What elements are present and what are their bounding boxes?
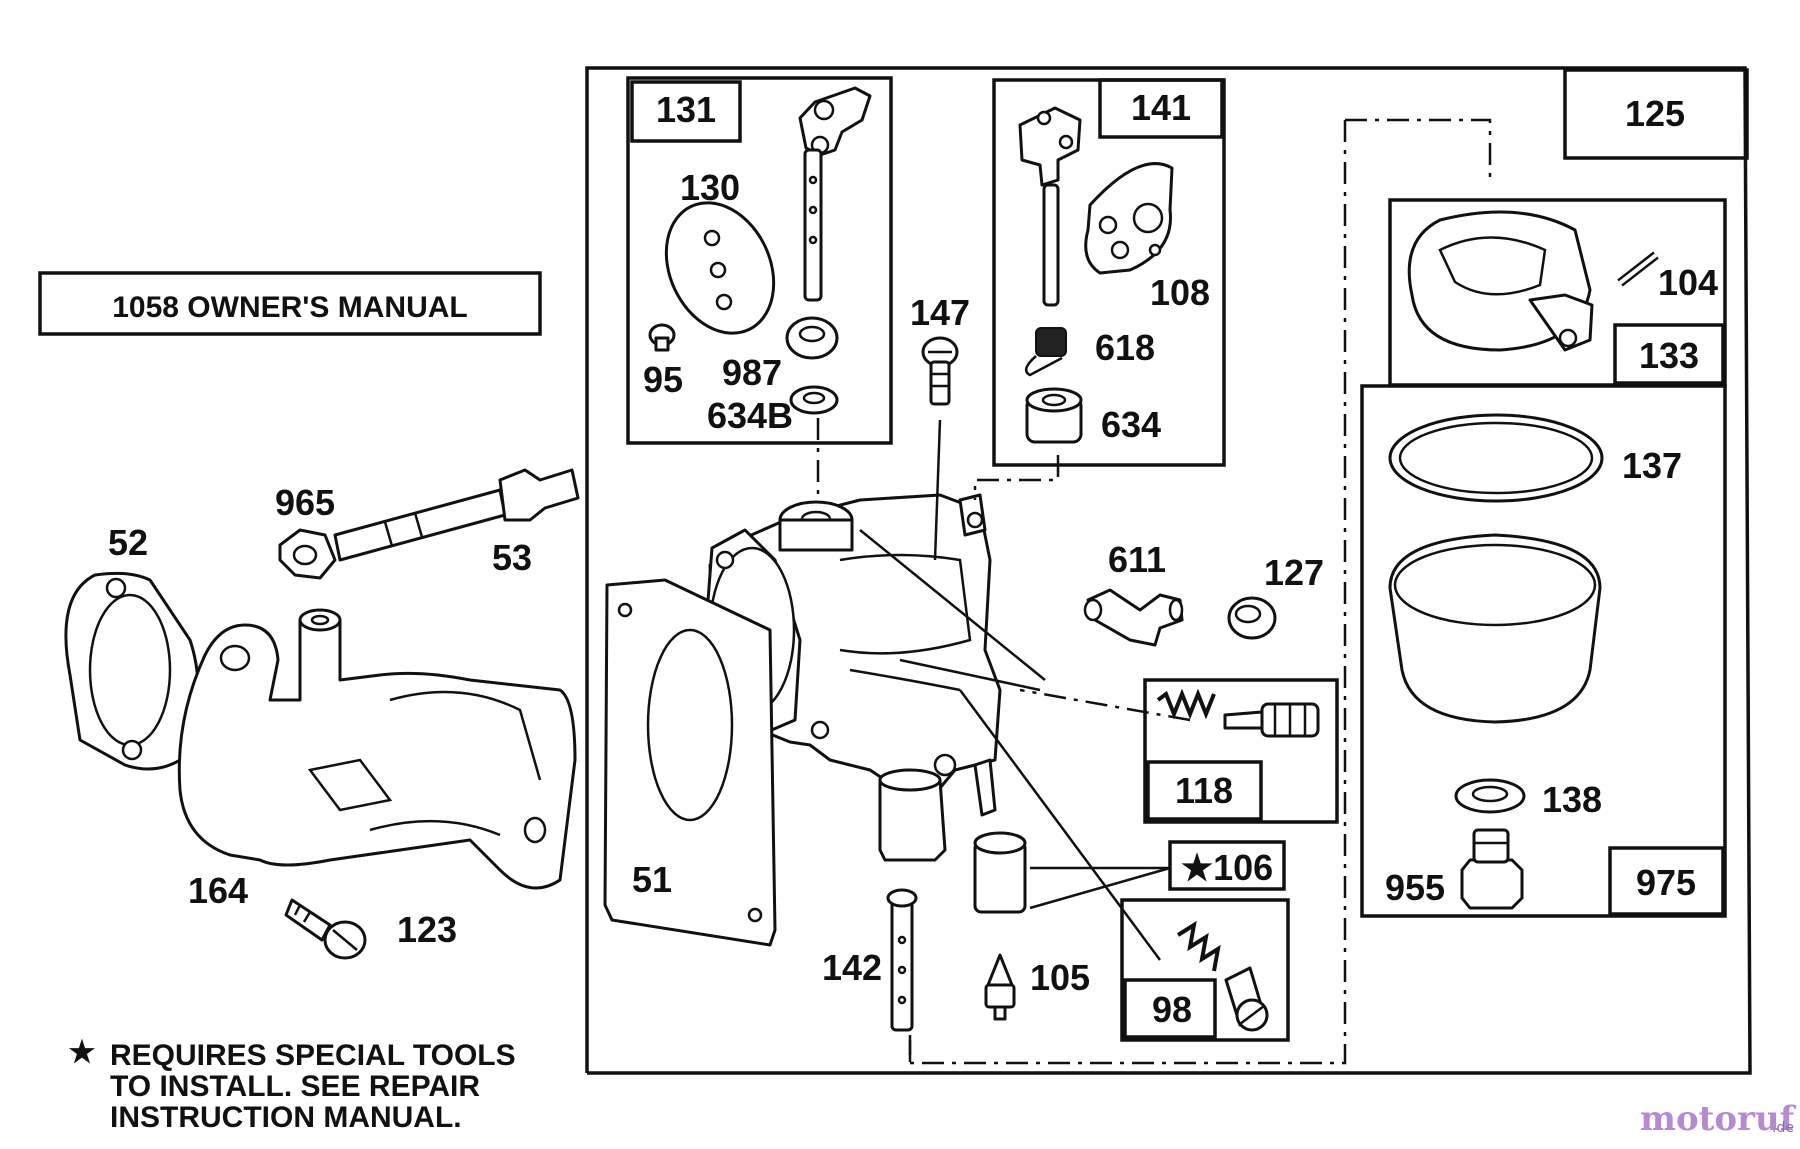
part-52-label: 52: [108, 522, 148, 563]
special-tools-star-icon: ★: [69, 1036, 96, 1069]
part-634-label: 634: [1101, 404, 1161, 445]
part-965-label: 965: [275, 482, 335, 523]
footnote-line-2: TO INSTALL. SEE REPAIR: [110, 1070, 480, 1103]
intake-manifold-part: [177, 608, 577, 890]
throttle-shaft-part: [1018, 106, 1082, 187]
breather-tube-part: [333, 488, 507, 562]
part-142-label: 142: [822, 947, 882, 988]
part-51-label: 51: [632, 859, 672, 900]
owners-manual-box: [38, 271, 542, 336]
part-164-label: 164: [188, 870, 248, 911]
part-104-label: 104: [1658, 262, 1718, 303]
kit-118-label-box: [1146, 760, 1263, 821]
footnote-line-1: REQUIRES SPECIAL TOOLS: [110, 1039, 516, 1072]
kit-133-label: 133: [1639, 335, 1699, 376]
emulsion-tube-part: [890, 893, 914, 1032]
kit-118-label: 118: [1175, 770, 1233, 811]
part-53-label: 53: [492, 537, 532, 578]
part-611-label: 611: [1108, 539, 1166, 580]
choke-shaft-part: [798, 86, 872, 157]
elbow-fitting-part: [1086, 588, 1184, 647]
kit-98-box: [1120, 898, 1290, 1042]
kit-141-label: 141: [1131, 87, 1191, 128]
kit-131-box: [626, 76, 893, 445]
kit-125-label: 125: [1625, 93, 1685, 134]
throttle-plate-part: [1084, 162, 1174, 275]
kit-98-label-box: [1123, 978, 1217, 1039]
kit-131-label: 131: [656, 89, 716, 130]
kit-106-label: ★106: [1181, 847, 1273, 888]
part-987-label: 987: [722, 352, 782, 393]
kit-131-label-box: [630, 80, 742, 143]
part-95-label: 95: [643, 359, 683, 400]
kit-106-box: [1168, 840, 1286, 891]
watermark-tld: .de: [1772, 1120, 1794, 1136]
part-618-label: 618: [1095, 327, 1155, 368]
watermark-brand: motoruf: [1640, 1099, 1797, 1139]
kit-98-label: 98: [1152, 989, 1192, 1030]
kit-133-label-box: [1613, 323, 1725, 385]
part-127-label: 127: [1264, 552, 1324, 593]
part-108-label: 108: [1150, 272, 1210, 313]
kit-141-label-box: [1098, 78, 1224, 139]
bowl-box: [1360, 384, 1727, 918]
part-955-label: 955: [1385, 867, 1445, 908]
part-147-label: 147: [910, 292, 970, 333]
carburetor-assembly-frame: [585, 66, 1752, 1075]
bowl-bolt-part: [1460, 858, 1524, 910]
kit-125-box: [1563, 68, 1749, 160]
kit-975-label-box: [1608, 846, 1725, 916]
part-123-label: 123: [397, 909, 457, 950]
owners-manual-label: 1058 OWNER'S MANUAL: [112, 291, 468, 324]
part-138-label: 138: [1542, 779, 1602, 820]
part-105-label: 105: [1030, 957, 1090, 998]
part-137-label: 137: [1622, 445, 1682, 486]
kit-118-box: [1143, 678, 1339, 824]
part-634b-label: 634B: [707, 395, 793, 436]
footnote-line-3: INSTRUCTION MANUAL.: [110, 1101, 462, 1134]
part-130-label: 130: [680, 167, 740, 208]
kit-975-label: 975: [1636, 862, 1696, 903]
